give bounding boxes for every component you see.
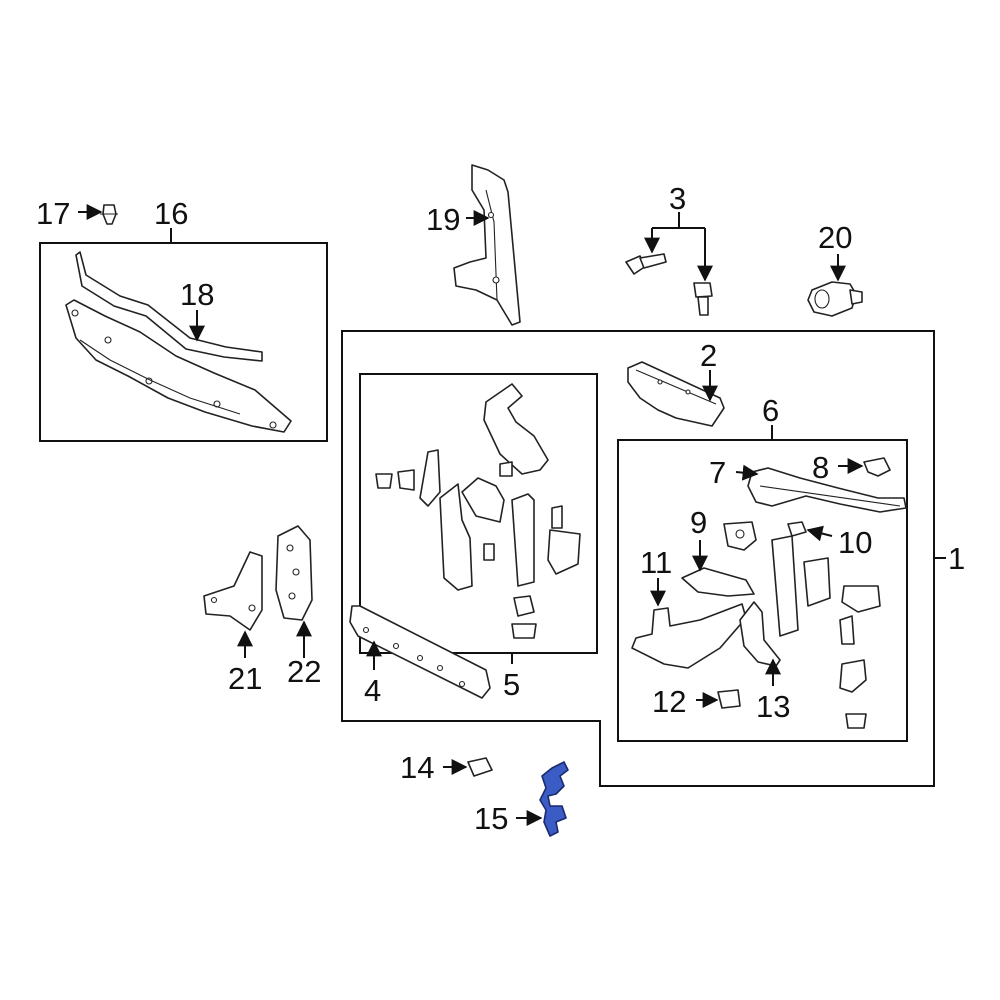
callout-13: 13 bbox=[756, 689, 790, 724]
callout-21: 21 bbox=[228, 661, 262, 696]
callout-14: 14 bbox=[400, 750, 434, 785]
highlighted-part-15 bbox=[539, 761, 569, 837]
callout-8: 8 bbox=[812, 450, 829, 485]
lower-crossmember-part-4 bbox=[349, 605, 491, 699]
callout-6: 6 bbox=[762, 393, 779, 428]
bracket-part-10 bbox=[787, 521, 807, 537]
bracket-part-12 bbox=[717, 689, 741, 709]
panel-part-5-assembly bbox=[375, 383, 581, 639]
callout-7: 7 bbox=[709, 455, 726, 490]
seal-part-18 bbox=[75, 251, 263, 362]
pad-part-14 bbox=[467, 757, 493, 777]
callout-15: 15 bbox=[474, 801, 508, 836]
callout-16: 16 bbox=[154, 196, 188, 231]
clip-part-17 bbox=[100, 204, 118, 225]
group-box-6 bbox=[617, 439, 908, 742]
pillar-part-13 bbox=[739, 535, 831, 667]
bolt-part-3a bbox=[625, 253, 667, 275]
callout-11: 11 bbox=[640, 545, 672, 580]
callout-labels: 1 2 3 4 5 6 7 8 9 10 11 12 13 14 15 16 1… bbox=[36, 181, 965, 836]
group-box-16 bbox=[39, 242, 328, 442]
callout-4: 4 bbox=[364, 673, 381, 708]
callout-20: 20 bbox=[818, 220, 852, 255]
sensor-part-20 bbox=[807, 281, 863, 317]
callout-5: 5 bbox=[503, 667, 520, 702]
side-support-part-19 bbox=[453, 164, 521, 326]
bracket-part-9 bbox=[723, 521, 757, 551]
callout-2: 2 bbox=[700, 338, 717, 373]
callout-19: 19 bbox=[426, 202, 460, 237]
callout-1: 1 bbox=[948, 541, 965, 576]
callout-10: 10 bbox=[838, 525, 872, 560]
callout-18: 18 bbox=[180, 277, 214, 312]
bolt-part-3b bbox=[693, 282, 713, 316]
panel-part-11 bbox=[631, 567, 755, 669]
group-box-5 bbox=[359, 373, 598, 654]
callout-17: 17 bbox=[36, 196, 70, 231]
crossmember-part-7 bbox=[747, 467, 907, 513]
bracket-part-21 bbox=[203, 551, 263, 631]
small-parts-group-6 bbox=[839, 585, 881, 729]
group-box-1 bbox=[341, 330, 935, 787]
leader-lines bbox=[78, 204, 946, 826]
cover-part-16 bbox=[65, 299, 292, 433]
callout-12: 12 bbox=[652, 684, 686, 719]
bracket-part-8 bbox=[863, 457, 891, 477]
callout-22: 22 bbox=[287, 654, 321, 689]
callout-9: 9 bbox=[690, 505, 707, 540]
callout-3: 3 bbox=[669, 181, 686, 216]
bracket-part-22 bbox=[275, 525, 313, 621]
bracket-part-2 bbox=[627, 361, 725, 427]
